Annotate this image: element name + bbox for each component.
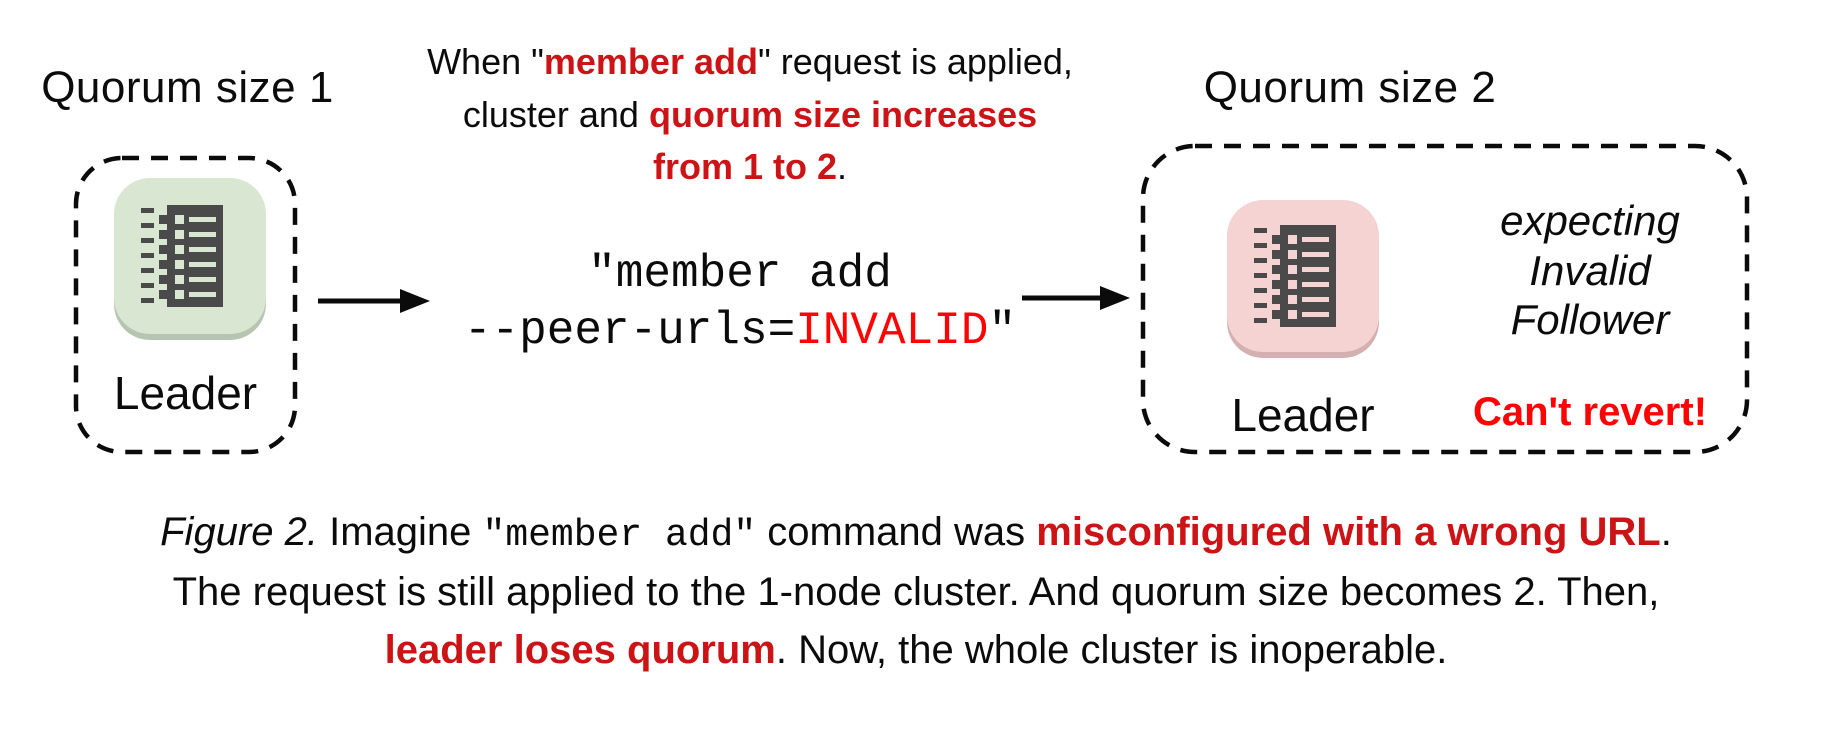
caption-text: command was	[756, 510, 1037, 554]
expectation-line: Invalid	[1529, 246, 1651, 294]
caption-line2: The request is still applied to the 1-no…	[172, 570, 1660, 615]
member-add-command: "member add --peer-urls=INVALID"	[390, 246, 1090, 360]
expectation-text: expecting Invalid Follower	[1435, 196, 1745, 345]
figure-label: Figure 2.	[160, 510, 318, 554]
caption-text: Imagine	[317, 510, 483, 554]
dashed-border-left	[73, 155, 298, 455]
leader-server-icon	[114, 178, 266, 334]
command-close-quote: "	[988, 305, 1017, 358]
caption-line3: leader loses quorum. Now, the whole clus…	[40, 621, 1792, 679]
expectation-line: Follower	[1510, 296, 1670, 344]
command-invalid-value: INVALID	[795, 305, 989, 358]
note-highlight-quorum: quorum size increases	[648, 93, 1038, 135]
caption-text: . Now, the whole cluster is inoperable.	[775, 628, 1448, 673]
caption-highlight-leader-loses-quorum: leader loses quorum	[384, 628, 776, 673]
left-cluster-box	[73, 155, 298, 455]
note-text: cluster and	[462, 93, 649, 135]
server-list-icon	[141, 205, 223, 307]
note-highlight-member-add: member add	[543, 41, 758, 82]
note-text: " request is applied,	[757, 41, 1073, 82]
arrow-right-icon	[316, 288, 432, 319]
arrow-right-icon	[1020, 285, 1132, 316]
command-line1: "member add	[588, 248, 892, 300]
transition-note: When "member add" request is applied, cl…	[390, 36, 1110, 194]
command-line2: --peer-urls=INVALID"	[390, 303, 1090, 360]
server-list-icon	[1254, 225, 1336, 327]
left-node-label: Leader	[113, 367, 258, 419]
transition-note-line1: When "member add" request is applied,	[390, 36, 1110, 89]
dashed-border-right	[1140, 143, 1750, 455]
note-text: When "	[427, 41, 544, 82]
caption-line1: Figure 2. Imagine "member add" command w…	[40, 503, 1792, 563]
right-cluster-box	[1140, 143, 1750, 455]
left-cluster-title: Quorum size 1	[41, 63, 334, 112]
note-highlight-from-1-to-2: from 1 to 2	[652, 146, 837, 188]
figure-caption: Figure 2. Imagine "member add" command w…	[40, 503, 1792, 679]
transition-note-line2: cluster and quorum size increases	[390, 89, 1110, 142]
command-flag: --peer-urls=	[463, 305, 796, 358]
caption-code-member-add: "member add"	[482, 514, 757, 557]
caption-highlight-misconfigured: misconfigured with a wrong URL	[1036, 510, 1661, 554]
expectation-line: expecting	[1500, 197, 1680, 244]
caption-text: .	[1660, 510, 1672, 554]
transition-note-line3: from 1 to 2.	[390, 141, 1110, 194]
leader-server-icon	[1227, 200, 1379, 352]
cant-revert-warning: Can't revert!	[1472, 390, 1708, 434]
right-node-label: Leader	[1231, 389, 1375, 441]
note-text: .	[837, 146, 848, 188]
right-cluster-title: Quorum size 2	[1203, 63, 1497, 112]
